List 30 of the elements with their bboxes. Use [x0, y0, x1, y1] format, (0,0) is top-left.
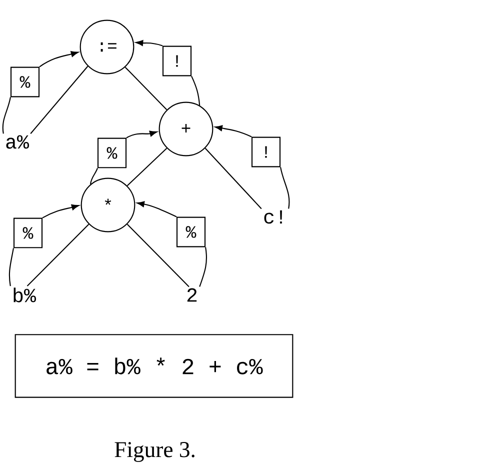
leaf-label: 2: [187, 288, 197, 302]
leaf-label: a%: [6, 135, 29, 149]
type-tag-box: %: [97, 138, 127, 168]
branch-line: [126, 148, 168, 186]
curved-arrow: [214, 125, 252, 138]
leaf-label: c!: [264, 210, 282, 224]
type-tag-box: !: [251, 136, 281, 168]
branch-line: [204, 148, 262, 210]
curved-arrow: [39, 51, 79, 68]
leaf-label: b%: [14, 288, 36, 302]
curved-arrow: [42, 204, 80, 218]
type-tag-box: %: [13, 218, 43, 248]
branch-line: [30, 66, 88, 134]
curved-arrow: [126, 130, 158, 138]
expression-box: a% = b% * 2 + c%: [14, 334, 294, 398]
curved-line: [191, 76, 200, 106]
curved-line: [199, 247, 208, 287]
curved-arrow: [136, 201, 177, 218]
branch-line: [26, 224, 90, 286]
type-tag-box: %: [176, 216, 206, 248]
type-tag-box: !: [162, 46, 192, 76]
branch-line: [126, 224, 190, 288]
figure-caption: Figure 3.: [114, 442, 194, 462]
curved-line: [90, 168, 98, 184]
type-tag-box: %: [10, 66, 40, 98]
curved-line: [2, 97, 11, 134]
curved-line: [280, 167, 290, 209]
branch-line: [124, 66, 168, 110]
curved-line: [8, 248, 14, 286]
curved-arrow: [136, 40, 163, 46]
